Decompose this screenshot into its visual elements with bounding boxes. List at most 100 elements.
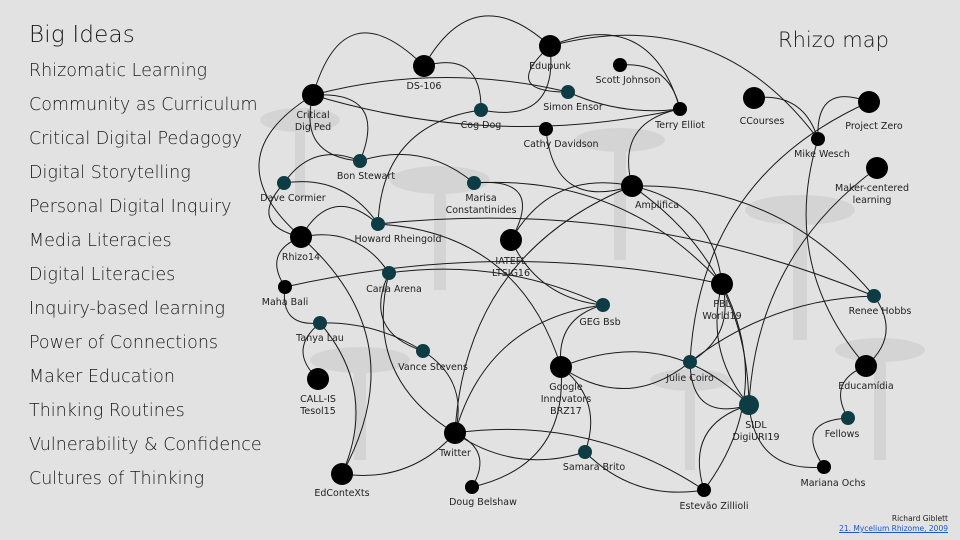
node-renee[interactable]: Renee Hobbs xyxy=(849,289,912,317)
node-dot[interactable] xyxy=(413,55,435,77)
node-dot[interactable] xyxy=(539,122,553,136)
edge-twitter-edcontexts xyxy=(341,432,456,477)
node-edcontexts[interactable]: EdConteXts xyxy=(314,463,370,499)
node-dot[interactable] xyxy=(841,411,855,425)
node-estevao[interactable]: Estevão Zillioli xyxy=(680,483,749,512)
node-dot[interactable] xyxy=(711,273,733,295)
node-dot[interactable] xyxy=(855,355,877,377)
node-geg[interactable]: GEG Bsb xyxy=(579,298,621,328)
node-dot[interactable] xyxy=(858,91,880,113)
node-label: DS-106 xyxy=(407,81,442,92)
edge-marisa-pbl xyxy=(473,181,723,285)
node-carla[interactable]: Carla Arena xyxy=(366,266,422,295)
node-scott[interactable]: Scott Johnson xyxy=(596,58,661,86)
node-terry[interactable]: Terry Elliot xyxy=(654,102,705,131)
node-dot[interactable] xyxy=(743,87,765,109)
node-rhizo14[interactable]: Rhizo14 xyxy=(282,226,320,263)
node-dot[interactable] xyxy=(465,480,479,494)
node-twitter[interactable]: Twitter xyxy=(438,422,471,459)
node-cogdog[interactable]: Cog Dog xyxy=(461,103,502,131)
edge-geg-twitter xyxy=(454,304,604,434)
node-dot[interactable] xyxy=(277,176,291,190)
big-idea-item: Inquiry-based learning xyxy=(29,299,226,319)
node-tanya[interactable]: Tanya Lau xyxy=(295,316,344,344)
node-howard[interactable]: Howard Rheingold xyxy=(355,217,442,245)
node-ccourses[interactable]: CCourses xyxy=(740,87,785,127)
edge-maha-pbl xyxy=(284,261,723,288)
node-dot[interactable] xyxy=(474,103,488,117)
node-dot[interactable] xyxy=(278,280,292,294)
edge-edcontexts-rhizo14 xyxy=(300,236,372,475)
node-doug[interactable]: Doug Belshaw xyxy=(449,480,517,508)
node-dot[interactable] xyxy=(673,102,687,116)
node-dot[interactable] xyxy=(596,298,610,312)
node-dot[interactable] xyxy=(621,175,643,197)
node-dot[interactable] xyxy=(313,316,327,330)
node-dot[interactable] xyxy=(416,344,430,358)
node-dot[interactable] xyxy=(371,217,385,231)
node-ds106[interactable]: DS-106 xyxy=(407,55,442,92)
edge-cdp-bon xyxy=(309,94,361,162)
node-samara[interactable]: Samara Brito xyxy=(563,445,625,473)
node-amplifica[interactable]: Amplifica xyxy=(621,175,679,211)
node-dot[interactable] xyxy=(578,445,592,459)
edge-google-julie xyxy=(560,361,691,390)
node-bon[interactable]: Bon Stewart xyxy=(337,154,395,182)
node-wesch[interactable]: Mike Wesch xyxy=(794,132,850,160)
node-dot[interactable] xyxy=(302,84,324,106)
node-label: Howard Rheingold xyxy=(355,234,442,245)
credit-link[interactable]: 21. Mycelium Rhizome, 2009 xyxy=(839,524,948,533)
node-simon[interactable]: Simon Ensor xyxy=(543,85,603,113)
node-label: Dig Ped xyxy=(295,122,331,133)
node-dot[interactable] xyxy=(817,460,831,474)
node-vance[interactable]: Vance Stevens xyxy=(398,344,468,373)
edge-sidl-mariana xyxy=(748,404,825,468)
node-dot[interactable] xyxy=(697,483,711,497)
node-label: Twitter xyxy=(438,448,471,459)
edge-amplifica-iatefl xyxy=(510,182,633,241)
edge-cdp-simon xyxy=(312,76,569,96)
node-dot[interactable] xyxy=(331,463,353,485)
node-fellows[interactable]: Fellows xyxy=(825,411,860,440)
node-maha[interactable]: Maha Bali xyxy=(262,280,309,308)
edge-amplifica-renee xyxy=(631,185,875,297)
node-dot[interactable] xyxy=(500,229,522,251)
node-dot[interactable] xyxy=(866,157,888,179)
node-julie[interactable]: Julie Coiro xyxy=(665,355,714,384)
big-idea-item: Power of Connections xyxy=(29,333,219,353)
edge-amplifica-pbl xyxy=(631,185,723,285)
node-mariana[interactable]: Mariana Ochs xyxy=(801,460,866,489)
node-dot[interactable] xyxy=(550,356,572,378)
node-edupunk[interactable]: Edupunk xyxy=(529,35,571,72)
node-dot[interactable] xyxy=(444,422,466,444)
node-dot[interactable] xyxy=(561,85,575,99)
node-dot[interactable] xyxy=(382,266,396,280)
node-dot[interactable] xyxy=(867,289,881,303)
node-label: World19 xyxy=(702,311,741,322)
node-label: Educamídia xyxy=(838,381,893,392)
node-pz[interactable]: Project Zero xyxy=(845,91,903,132)
node-educamidia[interactable]: Educamídia xyxy=(838,355,894,392)
node-dave[interactable]: Dave Cormier xyxy=(260,176,326,204)
node-cathy[interactable]: Cathy Davidson xyxy=(523,122,599,150)
node-dot[interactable] xyxy=(811,132,825,146)
node-label: Simon Ensor xyxy=(543,102,603,113)
node-dot[interactable] xyxy=(613,58,627,72)
node-dot[interactable] xyxy=(683,355,697,369)
node-dot[interactable] xyxy=(539,35,561,57)
node-dot[interactable] xyxy=(467,176,481,190)
node-dot[interactable] xyxy=(739,395,759,415)
node-dot[interactable] xyxy=(307,368,329,390)
node-dot[interactable] xyxy=(353,154,367,168)
edge-pbl-sidl xyxy=(716,283,750,406)
node-dot[interactable] xyxy=(290,226,312,248)
